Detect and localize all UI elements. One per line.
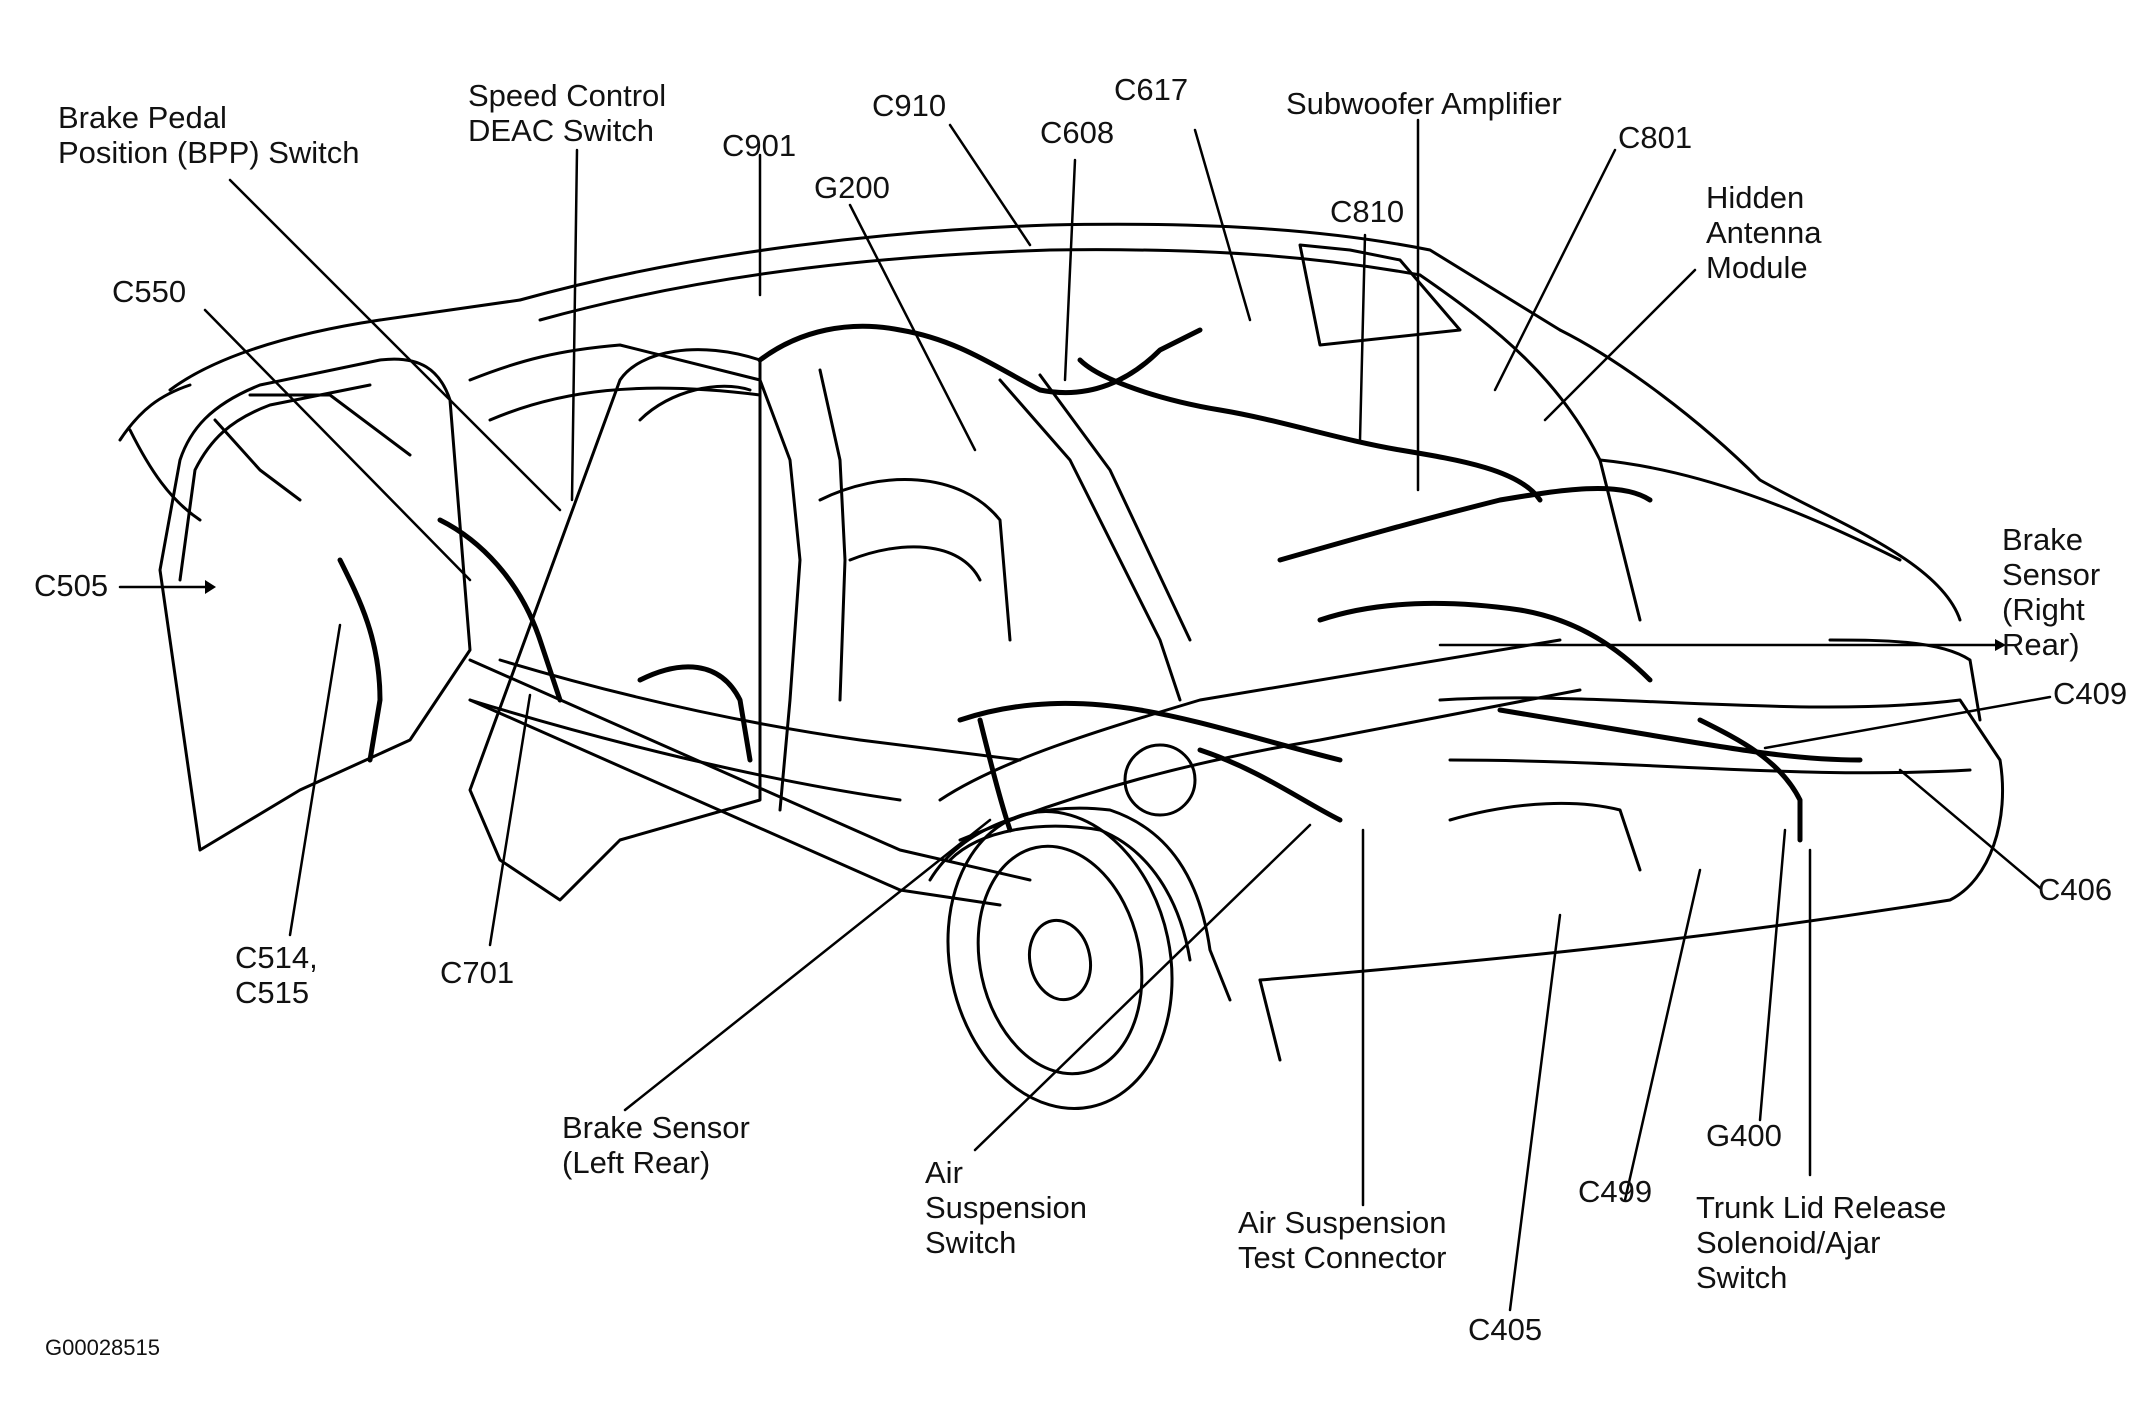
label-line: Switch	[925, 1225, 1017, 1260]
label-c810: C810	[1330, 194, 1405, 229]
label-c701: C701	[440, 955, 515, 990]
label-c608: C608	[1040, 115, 1115, 150]
label-c499: C499	[1578, 1174, 1653, 1209]
label-line: Test Connector	[1238, 1240, 1447, 1275]
label-c550: C550	[112, 274, 187, 309]
label-line: (Right	[2002, 592, 2085, 627]
label-line: Rear)	[2002, 627, 2080, 662]
label-g400: G400	[1706, 1118, 1782, 1153]
label-g200: G200	[814, 170, 890, 205]
wiring-harness	[337, 323, 1863, 843]
label-line: C515	[235, 975, 310, 1010]
label-line: Trunk Lid Release	[1696, 1190, 1947, 1225]
figure-id: G00028515	[45, 1335, 160, 1360]
label-line: Brake Sensor	[562, 1110, 750, 1145]
label-c910: C910	[872, 88, 947, 123]
label-hidden-antenna-module: Hidden Antenna Module	[1706, 180, 1822, 285]
label-brake-sensor-right-rear: Brake Sensor (Right Rear)	[2002, 522, 2100, 662]
label-c617: C617	[1114, 72, 1189, 107]
label-line: C514,	[235, 940, 318, 975]
label-line: Air	[925, 1155, 963, 1190]
label-subwoofer-amplifier: Subwoofer Amplifier	[1286, 86, 1562, 121]
label-line: Speed Control	[468, 78, 667, 113]
arrowheads	[205, 580, 2006, 651]
label-air-suspension-test-connector: Air Suspension Test Connector	[1238, 1205, 1447, 1275]
label-c409: C409	[2053, 676, 2128, 711]
label-brake-sensor-left-rear: Brake Sensor (Left Rear)	[562, 1110, 750, 1180]
label-c801: C801	[1618, 120, 1693, 155]
label-line: Brake Pedal	[58, 100, 227, 135]
label-line: DEAC Switch	[468, 113, 655, 148]
label-trunk-lid-release: Trunk Lid Release Solenoid/Ajar Switch	[1696, 1190, 1946, 1295]
label-speed-control: Speed Control DEAC Switch	[468, 78, 666, 148]
label-line: Air Suspension	[1238, 1205, 1447, 1240]
label-line: (Left Rear)	[562, 1145, 711, 1180]
label-line: Hidden	[1706, 180, 1805, 215]
label-c405: C405	[1468, 1312, 1543, 1347]
label-air-suspension-switch: Air Suspension Switch	[925, 1155, 1087, 1260]
label-line: Antenna	[1706, 215, 1822, 250]
label-line: Brake	[2002, 522, 2083, 557]
label-bpp-switch: Brake Pedal Position (BPP) Switch	[58, 100, 360, 170]
label-c406: C406	[2038, 872, 2113, 907]
label-c901: C901	[722, 128, 797, 163]
label-line: Switch	[1696, 1260, 1788, 1295]
label-line: Solenoid/Ajar	[1696, 1225, 1881, 1260]
label-c505: C505	[34, 568, 109, 603]
label-line: Suspension	[925, 1190, 1088, 1225]
label-c514-c515: C514, C515	[235, 940, 318, 1010]
label-line: Position (BPP) Switch	[58, 135, 360, 170]
car-body	[118, 222, 2005, 1110]
label-line: Sensor	[2002, 557, 2101, 592]
label-line: Module	[1706, 250, 1808, 285]
leader-lines	[118, 118, 2052, 1312]
